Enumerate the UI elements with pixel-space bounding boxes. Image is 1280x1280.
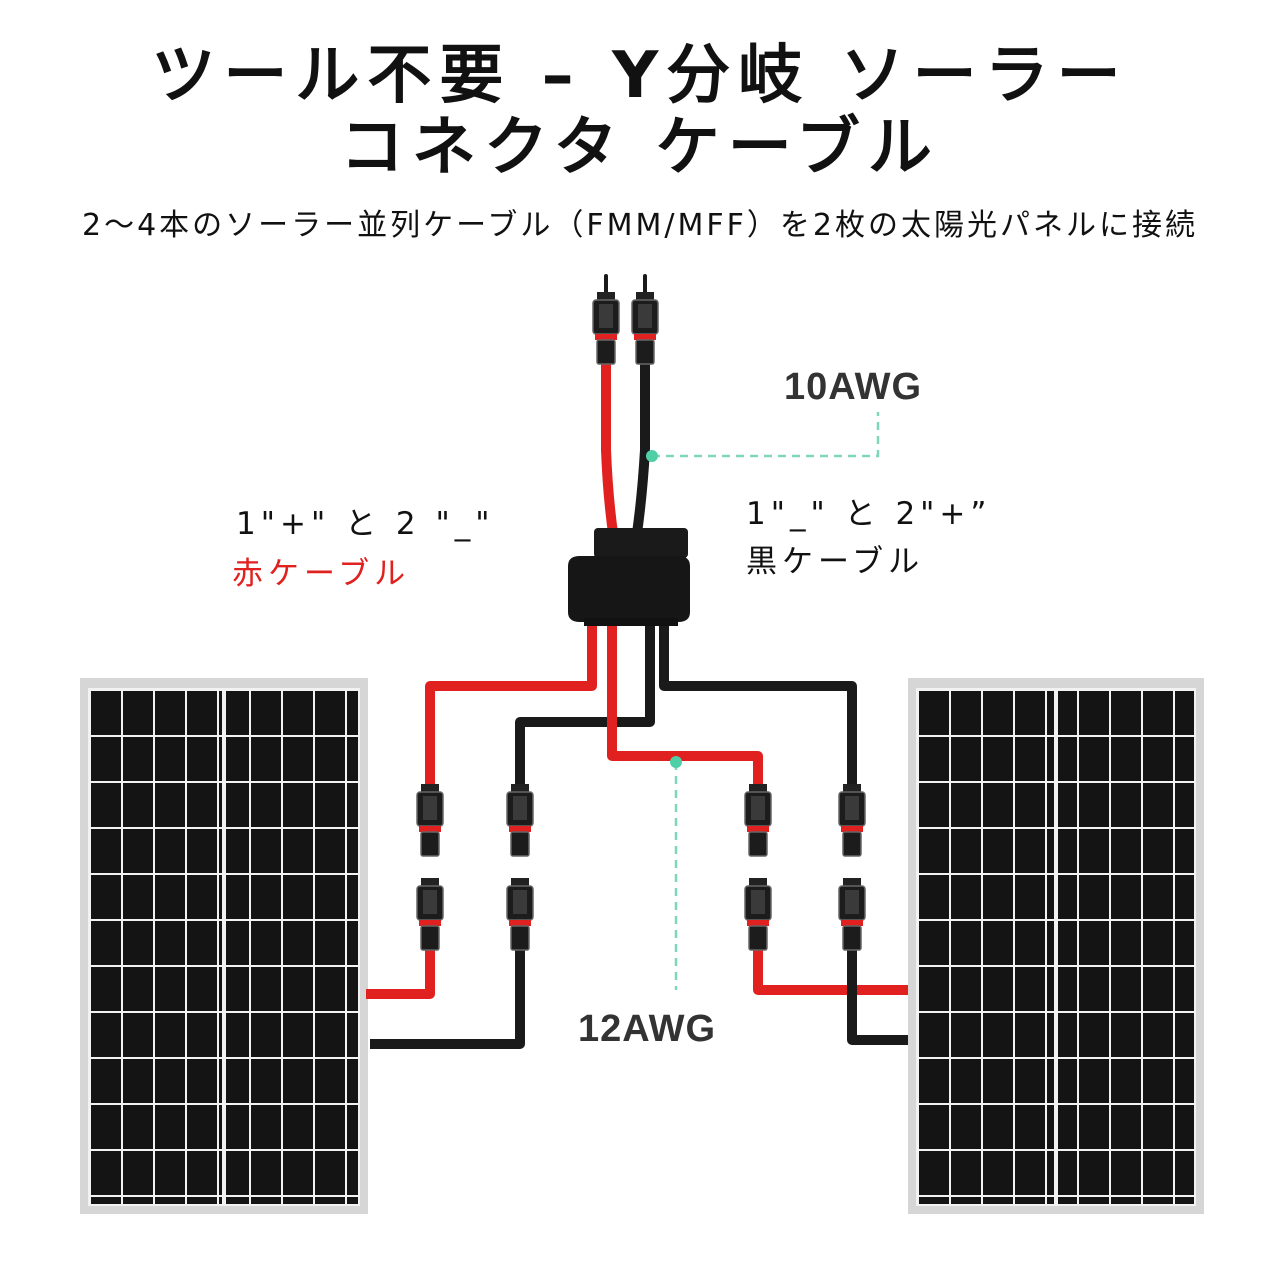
- label-10awg: 10AWG: [784, 366, 923, 408]
- branch-wires: [366, 620, 908, 1049]
- panel-connectors-lower: [416, 877, 866, 951]
- y-branch-hub-icon: [568, 528, 690, 626]
- page-title-line2: コネクタ ケーブル: [340, 111, 940, 185]
- subtitle: 2～4本のソーラー並列ケーブル（FMM/MFF）を2枚の太陽光パネルに接続: [82, 208, 1198, 243]
- label-left-note: 1"+" と 2 "_": [236, 506, 495, 542]
- leader-dot-12awg: [670, 756, 682, 768]
- leader-dot-10awg: [646, 450, 658, 462]
- branch-connectors-upper: [416, 783, 866, 857]
- label-black-cable: 黒ケーブル: [746, 544, 925, 580]
- label-12awg: 12AWG: [578, 1008, 717, 1050]
- label-right-note: 1"_" と 2"+”: [746, 496, 992, 532]
- page-title-line1: ツール不要 – Y分岐 ソーラー: [151, 39, 1129, 113]
- top-connectors: [592, 291, 659, 365]
- label-red-cable: 赤ケーブル: [232, 556, 411, 592]
- right-solar-panel: [908, 678, 1204, 1214]
- left-solar-panel: [80, 678, 368, 1214]
- leader-lines: [652, 412, 880, 990]
